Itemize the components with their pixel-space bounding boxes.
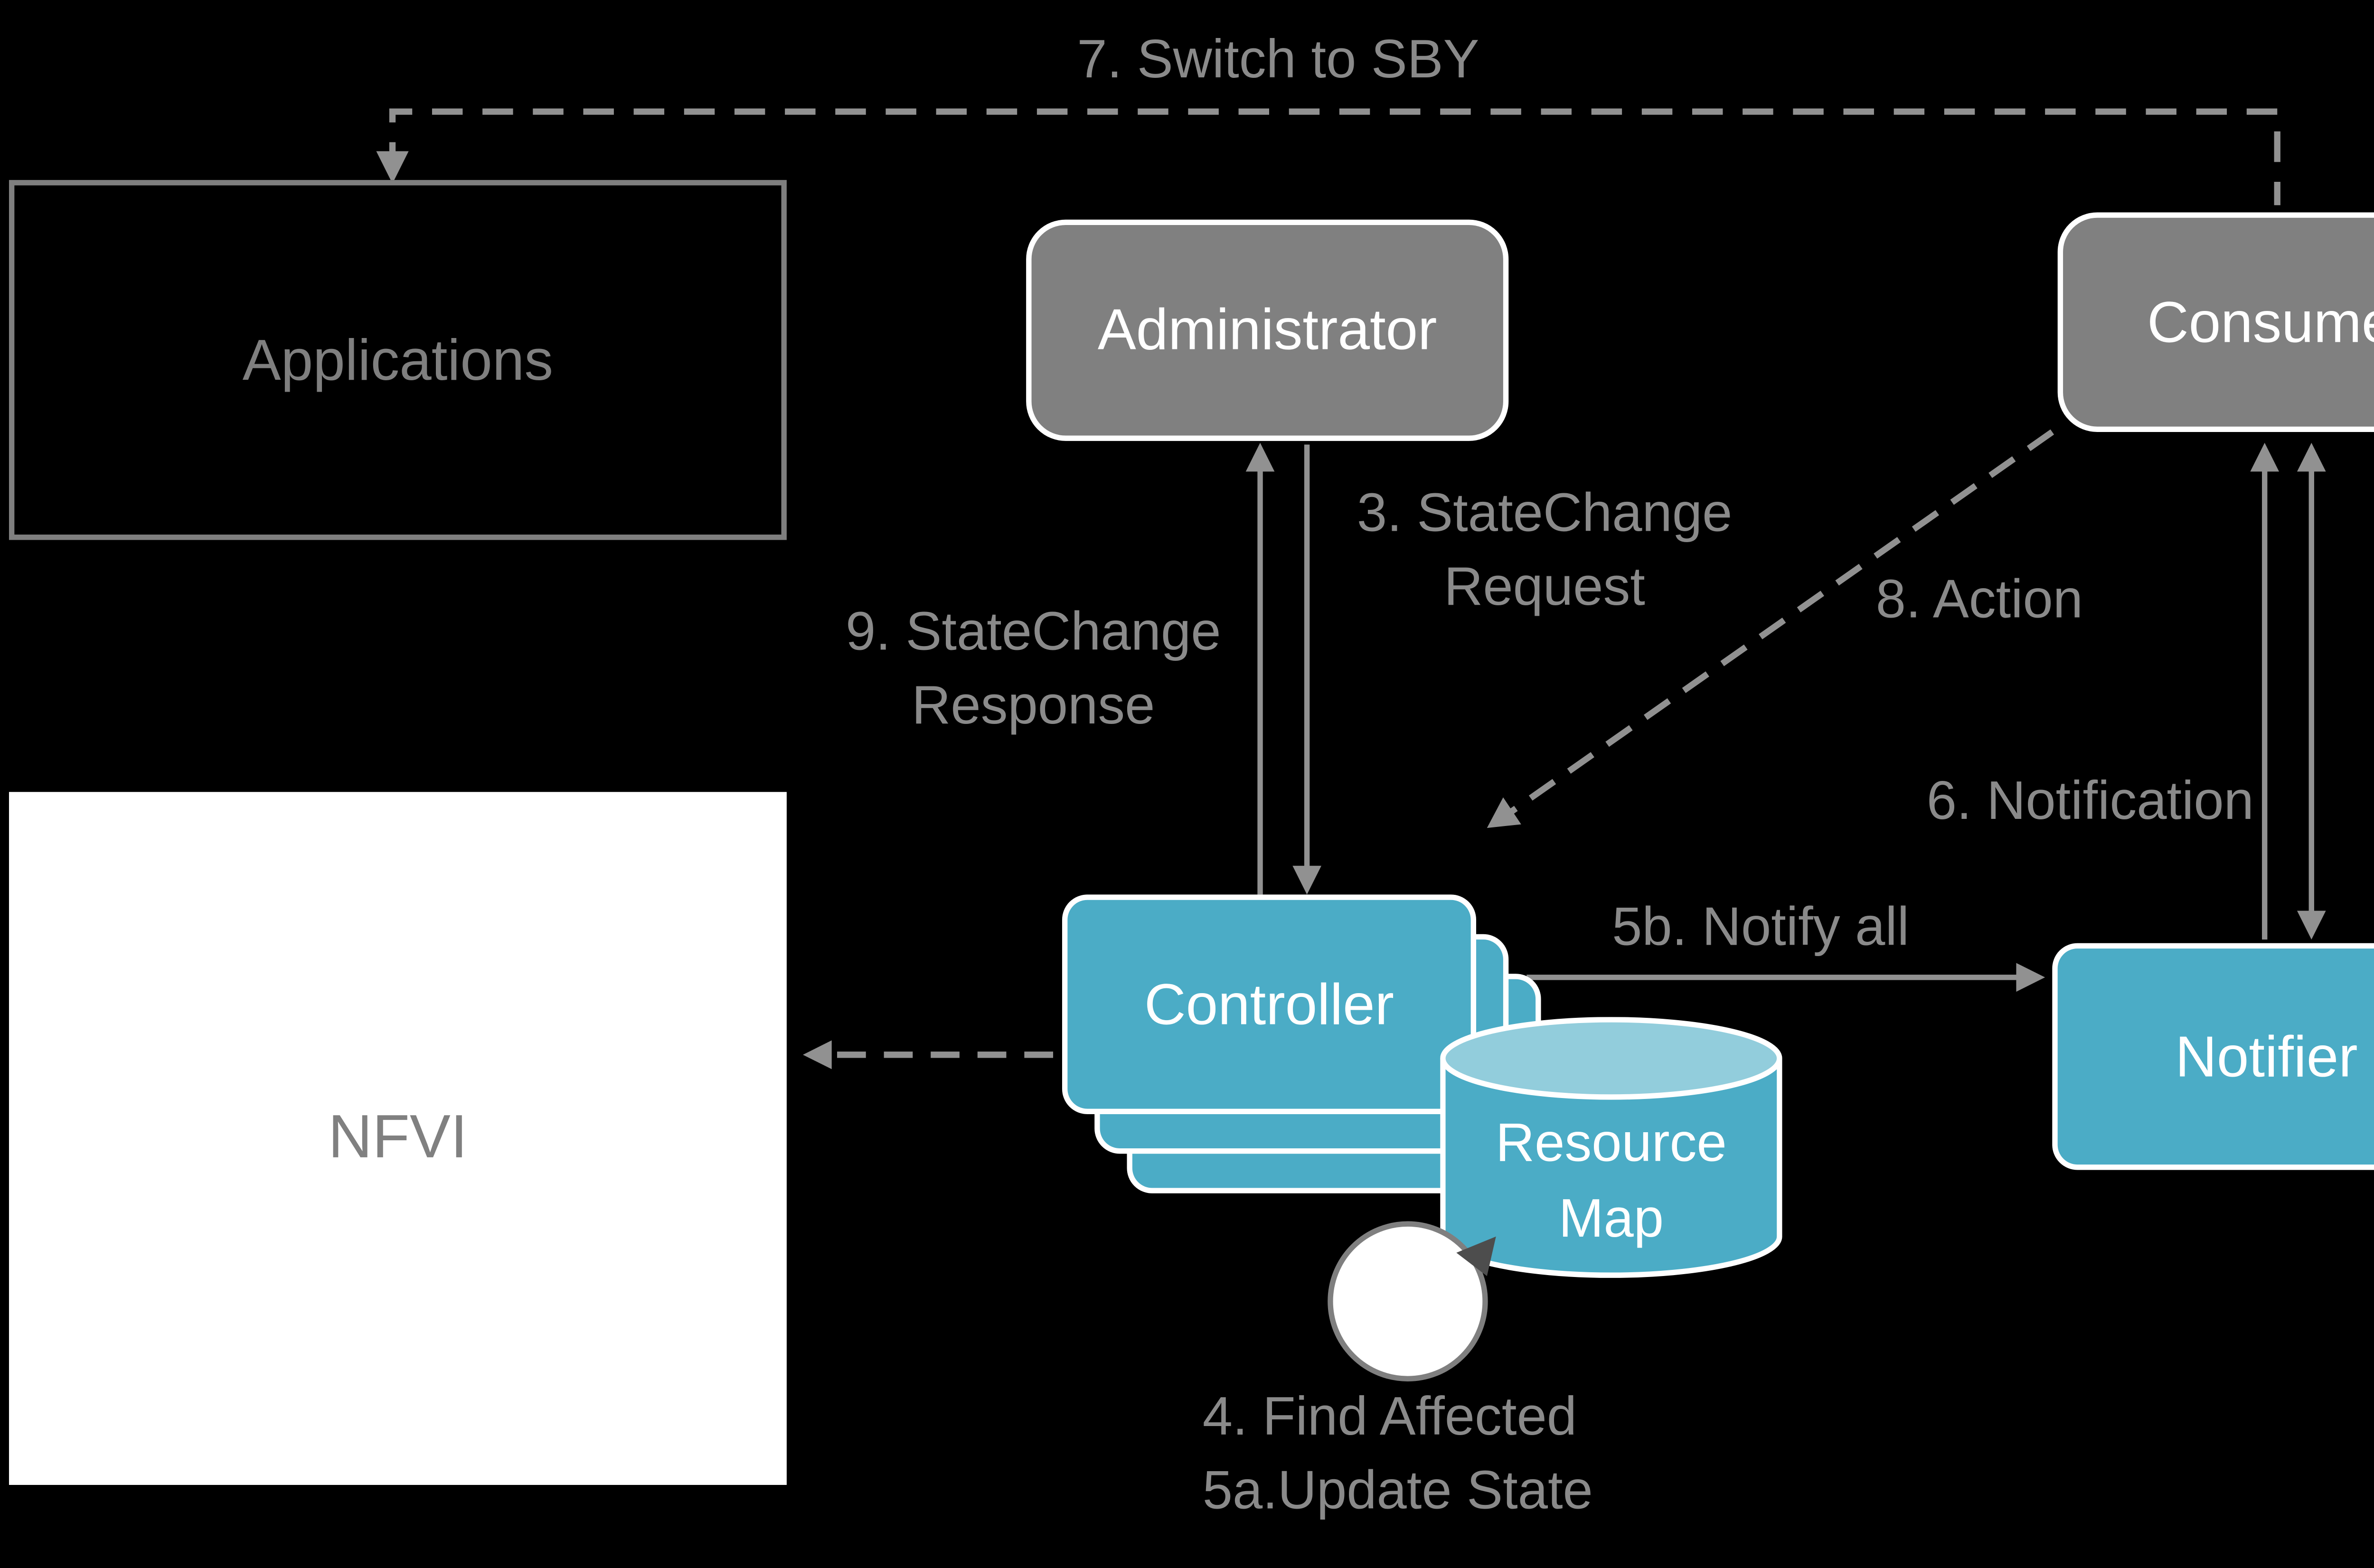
notifier-node: Notifier <box>2052 943 2374 1170</box>
notification-arrow <box>2250 442 2280 940</box>
administrator-label: Administrator <box>1097 297 1437 362</box>
notification-label: 6. Notification <box>1926 772 2254 832</box>
nfvi-label: NFVI <box>328 1103 468 1172</box>
notify-all-arrow <box>1526 963 2045 992</box>
controller-node: Controller <box>1062 894 1477 1114</box>
find-update-label: 4. Find Affected 5a.Update State <box>1202 1388 1593 1520</box>
applications-node: Applications <box>9 180 787 540</box>
notifier-label: Notifier <box>2175 1023 2358 1088</box>
statechange-response-label: 9. StateChange Response <box>846 603 1221 735</box>
controller-label: Controller <box>1144 971 1394 1036</box>
action-label: 8. Action <box>1875 570 2083 630</box>
consumer-label: Consumer <box>2147 289 2374 354</box>
nfvi-node: NFVI <box>9 792 787 1485</box>
action-arrow <box>1487 429 2054 828</box>
subscribe-response-arrow <box>2297 442 2326 940</box>
consumer-node: Consumer <box>2057 212 2374 432</box>
statechange-request-arrow <box>1292 444 1321 895</box>
controller-to-nfvi-arrow <box>803 1040 1054 1070</box>
resource-map-label: Resource Map <box>1495 1114 1727 1249</box>
statechange-request-label: 3. StateChange Request <box>1357 484 1733 617</box>
statechange-response-arrow <box>1245 442 1275 895</box>
notify-all-label: 5b. Notify all <box>1612 898 1910 958</box>
resource-map-datastore: Resource Map <box>1440 1017 1782 1278</box>
switch-to-sby-label: 7. Switch to SBY <box>1077 30 1479 90</box>
update-loop-arrow <box>1328 1221 1496 1381</box>
subscribe-response-label: 1+2. Subscribe+ Response <box>2315 562 2374 707</box>
applications-label: Applications <box>242 327 553 392</box>
administrator-node: Administrator <box>1026 219 1509 441</box>
cylinder-shape <box>1440 1017 1782 1278</box>
